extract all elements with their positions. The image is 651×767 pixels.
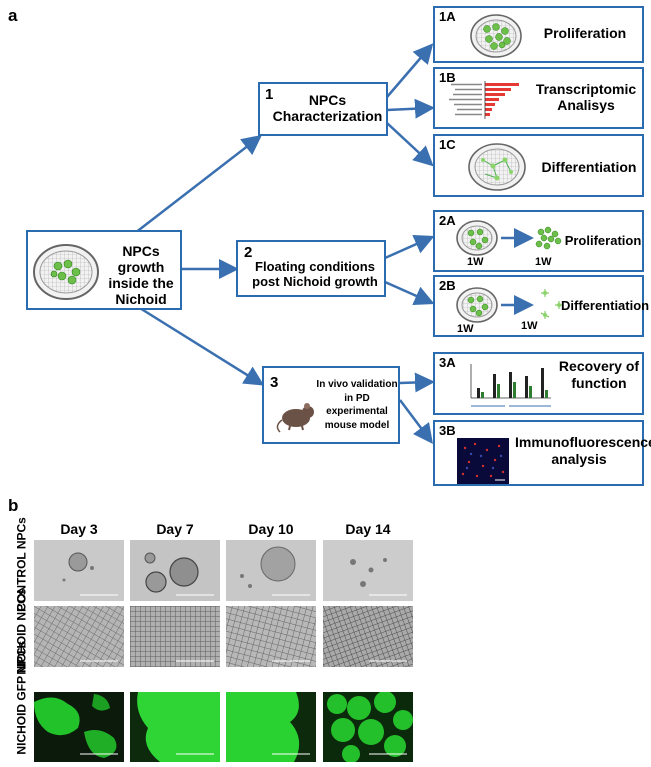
arrow-1-to-1C — [386, 122, 434, 167]
main-box: NPCs growth inside the Nichoid — [26, 230, 182, 310]
result-1B-box: 1B Transcriptomic Analisys — [433, 67, 644, 129]
result-1A-label: Proliferation — [543, 25, 627, 41]
row-header-nichoid-gfp-npcs: NICHOID GFP NPCs — [14, 640, 29, 755]
result-2A-tag: 2A — [439, 213, 456, 228]
panel-a-letter: a — [8, 6, 18, 25]
arrow-2-to-2B — [384, 280, 435, 306]
micrograph-control-day-10 — [226, 540, 316, 601]
floating-proliferation-icons — [456, 220, 562, 256]
arrow-3-to-3A — [399, 372, 435, 393]
arrow-main-to-3 — [134, 303, 265, 386]
micrograph-nichoid-day-7 — [130, 606, 220, 667]
panel-b-letter: b — [8, 496, 19, 515]
recovery-barchart-thumbnail — [470, 364, 551, 407]
immunofluorescence-image-thumbnail — [457, 438, 509, 484]
result-2A-time-2: 1W — [535, 256, 552, 268]
column-header-day-3: Day 3 — [60, 521, 98, 537]
transcriptomic-barchart-thumbnail — [449, 81, 519, 119]
arrow-2-to-2A — [384, 234, 435, 260]
branch-3-box: 3 In vivo validation in PD experimental … — [262, 366, 400, 444]
result-2B-tag: 2B — [439, 278, 456, 293]
result-2B-label: Differentiation — [561, 298, 650, 313]
result-1C-tag: 1C — [439, 137, 456, 152]
micrograph-gfp-day-14 — [323, 692, 413, 762]
micrograph-gfp-day-10 — [226, 692, 316, 762]
micrograph-nichoid-day-3 — [34, 606, 124, 667]
branch-1-label: NPCs Characterization — [272, 92, 383, 125]
branch-2-box: 2 Floating conditions post Nichoid growt… — [236, 240, 386, 297]
micrograph-gfp-day-3 — [34, 692, 124, 762]
differentiation-dish-icon — [468, 143, 526, 191]
result-2B-box: 2B 1W 1W Differentiation — [433, 275, 650, 337]
micrograph-nichoid-day-14 — [323, 606, 413, 667]
branch-3-label: In vivo validation in PD experimental mo… — [316, 379, 398, 431]
floating-differentiation-icons — [456, 287, 563, 323]
result-3B-label: Immunofluorescence analysis — [515, 434, 651, 467]
result-1C-label: Differentiation — [541, 159, 637, 175]
nichoid-dish-icon — [33, 244, 99, 300]
micrograph-control-day-7 — [130, 540, 220, 601]
micrograph-control-day-14 — [323, 540, 413, 601]
main-label: NPCs growth inside the Nichoid — [108, 243, 174, 308]
result-2A-box: 2A 1W 1W Proliferation — [433, 210, 644, 272]
result-1A-tag: 1A — [439, 9, 456, 24]
micrograph-control-day-3 — [34, 540, 124, 601]
branch-1-box: 1 NPCs Characterization — [258, 82, 388, 136]
micrograph-gfp-day-7 — [130, 692, 220, 762]
arrow-3-to-3B — [399, 399, 433, 444]
branch-2-label: Floating conditions post Nichoid growth — [252, 259, 378, 289]
arrow-main-to-1 — [134, 134, 262, 234]
arrow-1-to-1B — [386, 98, 435, 119]
branch-3-number: 3 — [270, 374, 279, 391]
column-header-day-14: Day 14 — [345, 521, 391, 537]
column-header-day-7: Day 7 — [156, 521, 194, 537]
result-1B-label: Transcriptomic Analisys — [535, 81, 637, 114]
mouse-icon — [276, 403, 314, 433]
column-header-day-10: Day 10 — [248, 521, 294, 537]
result-3A-box: 3A Recovery of function — [433, 352, 644, 415]
arrow-1-to-1A — [386, 43, 434, 98]
result-3A-tag: 3A — [439, 355, 456, 370]
result-3A-label: Recovery of function — [558, 358, 640, 391]
proliferation-dish-icon — [470, 14, 522, 58]
micrograph-nichoid-day-10 — [226, 606, 316, 667]
result-2A-time-1: 1W — [467, 256, 484, 268]
result-2A-label: Proliferation — [564, 233, 642, 248]
result-1C-box: 1C Differentiation — [433, 134, 644, 197]
result-3B-tag: 3B — [439, 423, 456, 438]
result-1A-box: 1A Proliferation — [433, 6, 644, 63]
result-1B-tag: 1B — [439, 70, 456, 85]
branch-1-number: 1 — [265, 86, 274, 103]
result-3B-box: 3B Immunofluorescence analysis — [433, 420, 651, 486]
result-2B-time-2: 1W — [521, 320, 538, 332]
result-2B-time-1: 1W — [457, 323, 474, 335]
branch-2-number: 2 — [244, 244, 253, 261]
